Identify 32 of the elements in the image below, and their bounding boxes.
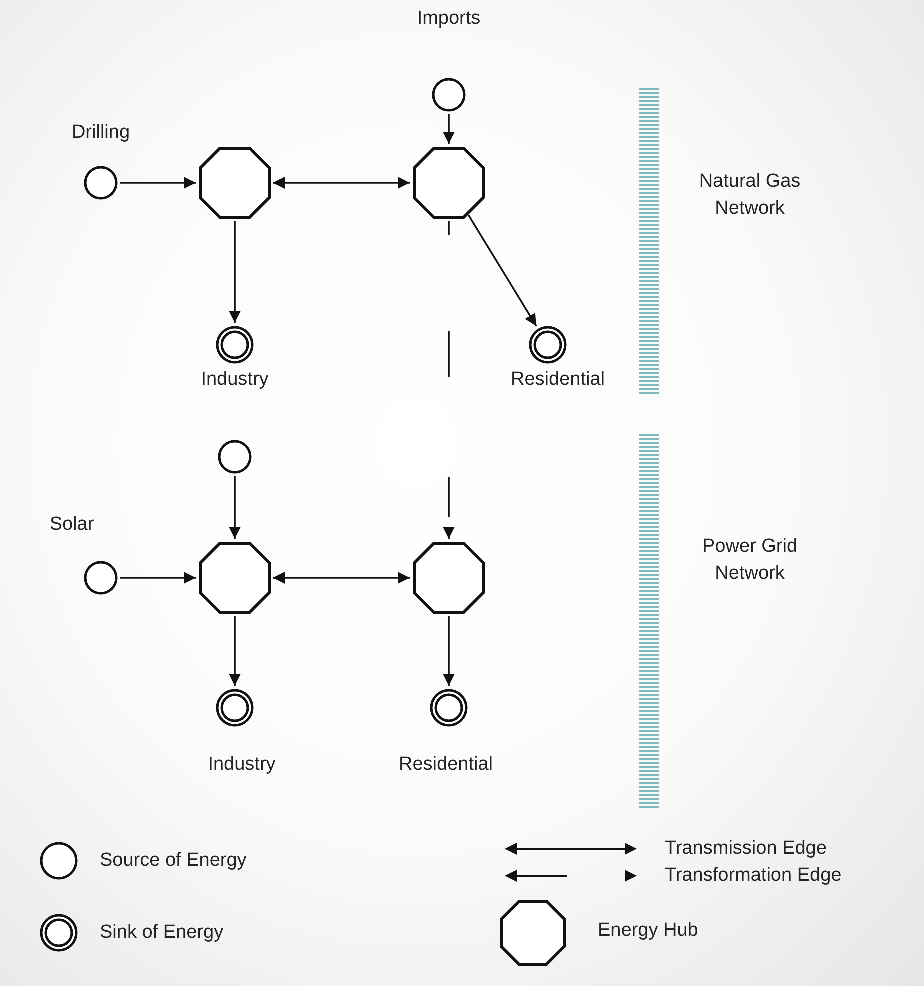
transmission-arrow [229,221,241,323]
legend-label: Energy Hub [598,920,698,942]
transmission-arrow [468,214,538,327]
node-label: Imports [417,8,481,30]
hub-octagon [413,147,485,219]
transmission-arrow [229,476,241,539]
node-label: Residential [399,754,493,776]
node-label: Solar [50,514,94,536]
transmission-arrow [120,177,196,189]
divider-bar [639,88,659,396]
transmission-arrow [273,572,410,584]
node-label: Drilling [72,122,130,144]
legend-label: Transmission Edge [665,838,827,860]
transmission-arrow [120,572,196,584]
network-label: Natural Gas Network [698,170,802,221]
network-label: Power Grid Network [701,535,799,586]
legend-label: Transformation Edge [665,865,842,887]
transformation-arrow [443,221,455,539]
divider-bar [639,434,659,808]
transmission-arrow [443,114,455,144]
node-label: Residential [511,369,605,391]
hub-octagon [199,147,271,219]
legend-label: Sink of Energy [100,922,224,944]
node-label: Industry [201,369,269,391]
hub-octagon [413,542,485,614]
hub-octagon [199,542,271,614]
transmission-arrow [229,616,241,686]
transmission-arrow [443,616,455,686]
node-label: Industry [208,754,276,776]
legend-label: Source of Energy [100,850,247,872]
transmission-arrow [273,177,410,189]
source-circle [218,440,252,474]
